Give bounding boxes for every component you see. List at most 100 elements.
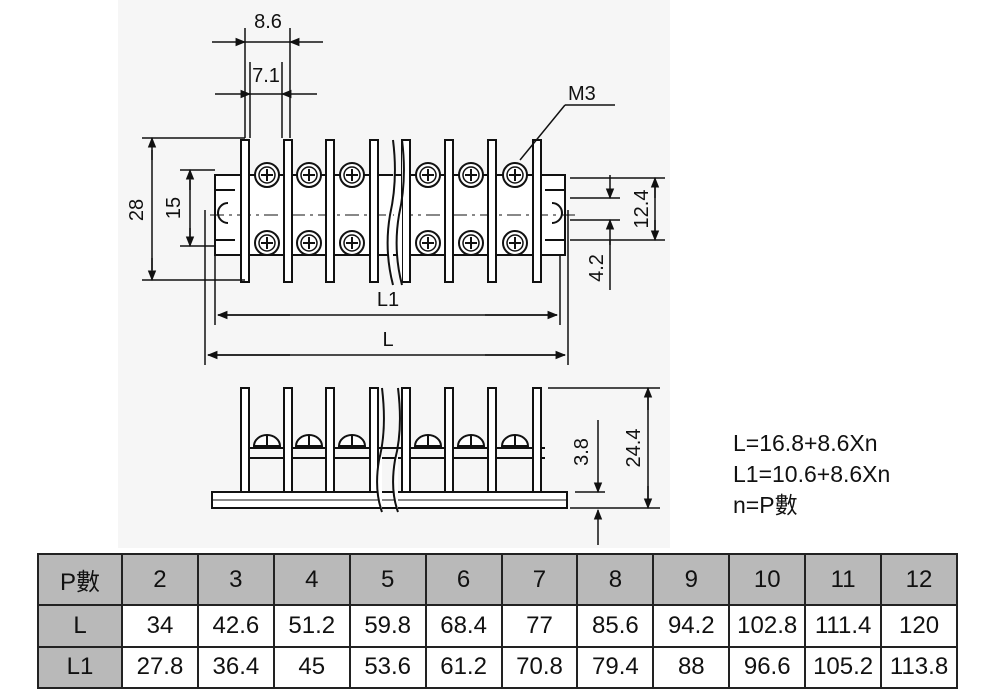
formula-block: L=16.8+8.6Xn L1=10.6+8.6Xn n=P數 — [733, 428, 890, 521]
table-cell: 96.6 — [728, 645, 807, 690]
table-cell: 42.6 — [196, 604, 275, 648]
table-cell: 85.6 — [576, 604, 655, 648]
barrier-side — [532, 387, 542, 493]
table-header-cell: 3 — [196, 552, 275, 607]
barrier-top — [487, 139, 497, 283]
screw-top — [339, 162, 365, 188]
table-header-cell: 4 — [272, 552, 351, 607]
dim-body-height: 12.4 — [631, 190, 653, 229]
screw-top — [415, 230, 441, 256]
barrier-top — [325, 139, 335, 283]
screw-top — [296, 162, 322, 188]
table-row-l: L 34 42.6 51.2 59.8 68.4 77 85.6 94.2 10… — [37, 604, 958, 648]
table-cell: 113.8 — [880, 645, 958, 690]
barrier-side — [401, 387, 411, 493]
break-mark-side — [376, 387, 401, 513]
screws-side — [252, 434, 530, 447]
barriers-top — [240, 139, 542, 283]
barrier-top — [369, 139, 379, 283]
screw-top — [502, 162, 528, 188]
formula-n: n=P數 — [733, 492, 798, 518]
table-cell: 45 — [272, 645, 351, 690]
table-cell: 27.8 — [121, 645, 199, 690]
dim-side-small: 3.8 — [571, 438, 593, 466]
barrier-top — [240, 139, 250, 283]
dim-mount-spacing: 15 — [163, 197, 185, 219]
table-cell: 120 — [880, 604, 958, 648]
table-cell: 105.2 — [804, 645, 883, 690]
table-header-row: P數 2 3 4 5 6 7 8 9 10 11 12 — [37, 552, 958, 607]
break-mark-top — [386, 139, 405, 286]
table-header-cell: 9 — [652, 552, 731, 607]
table-header-cell: 7 — [500, 552, 579, 607]
table-cell: 70.8 — [500, 645, 579, 690]
table-row-label: L — [37, 604, 123, 648]
side-view — [211, 447, 568, 509]
table-header-cell: 6 — [424, 552, 503, 607]
dim-slot: 7.1 — [252, 65, 280, 87]
screw-top — [502, 230, 528, 256]
barrier-side — [487, 387, 497, 493]
table-header-cell: 8 — [576, 552, 655, 607]
screw-top — [254, 162, 280, 188]
dim-height: 28 — [126, 199, 148, 221]
table-header-cell: 12 — [880, 552, 958, 607]
dim-pitch: 8.6 — [254, 11, 282, 33]
screw-top — [339, 230, 365, 256]
table-cell: 68.4 — [424, 604, 503, 648]
screw-side — [413, 434, 443, 447]
side-dimensions — [548, 386, 660, 545]
screw-side — [294, 434, 324, 447]
table-cell: 102.8 — [728, 604, 807, 648]
screw-side — [500, 434, 530, 447]
barrier-side — [325, 387, 335, 493]
table-header-cell: P數 — [37, 552, 123, 607]
screw-side — [252, 434, 282, 447]
drawing-background — [118, 0, 670, 548]
spec-table: P數 2 3 4 5 6 7 8 9 10 11 12 L 34 42.6 51… — [37, 552, 958, 690]
table-cell: 77 — [500, 604, 579, 648]
left-mount-tab — [215, 189, 235, 241]
table-cell: 94.2 — [652, 604, 731, 648]
screws-top — [254, 162, 528, 256]
table-cell: 36.4 — [196, 645, 275, 690]
table-cell: 34 — [121, 604, 199, 648]
barrier-top — [444, 139, 454, 283]
screw-top — [254, 230, 280, 256]
table-header-cell: 2 — [121, 552, 199, 607]
screw-side — [337, 434, 367, 447]
table-cell: 51.2 — [272, 604, 351, 648]
right-mount-tab — [545, 189, 565, 241]
table-cell: 79.4 — [576, 645, 655, 690]
screw-side — [456, 434, 486, 447]
formula-l: L=16.8+8.6Xn — [733, 430, 878, 456]
table-cell: 59.8 — [348, 604, 427, 648]
dim-l1: L1 — [377, 289, 399, 311]
barrier-side — [369, 387, 379, 493]
barrier-side — [444, 387, 454, 493]
barrier-side — [283, 387, 293, 493]
table-row-l1: L1 27.8 36.4 45 53.6 61.2 70.8 79.4 88 9… — [37, 645, 958, 690]
table-row-label: L1 — [37, 645, 123, 690]
dim-side-total: 24.4 — [623, 429, 645, 468]
barrier-side — [240, 387, 250, 493]
barriers-side — [240, 387, 542, 493]
screw-top — [415, 162, 441, 188]
table-header-cell: 10 — [728, 552, 807, 607]
table-header-cell: 5 — [348, 552, 427, 607]
table-cell: 53.6 — [348, 645, 427, 690]
screw-top — [296, 230, 322, 256]
table-cell: 88 — [652, 645, 731, 690]
dim-screw: M3 — [568, 83, 596, 105]
top-dimensions — [142, 28, 665, 365]
dim-l: L — [382, 329, 393, 351]
table-cell: 111.4 — [804, 604, 883, 648]
dim-offset: 4.2 — [586, 254, 608, 282]
screw-top — [458, 162, 484, 188]
table-cell: 61.2 — [424, 645, 503, 690]
barrier-top — [532, 139, 542, 283]
screw-top — [458, 230, 484, 256]
formula-l1: L1=10.6+8.6Xn — [733, 461, 891, 487]
barrier-top — [283, 139, 293, 283]
